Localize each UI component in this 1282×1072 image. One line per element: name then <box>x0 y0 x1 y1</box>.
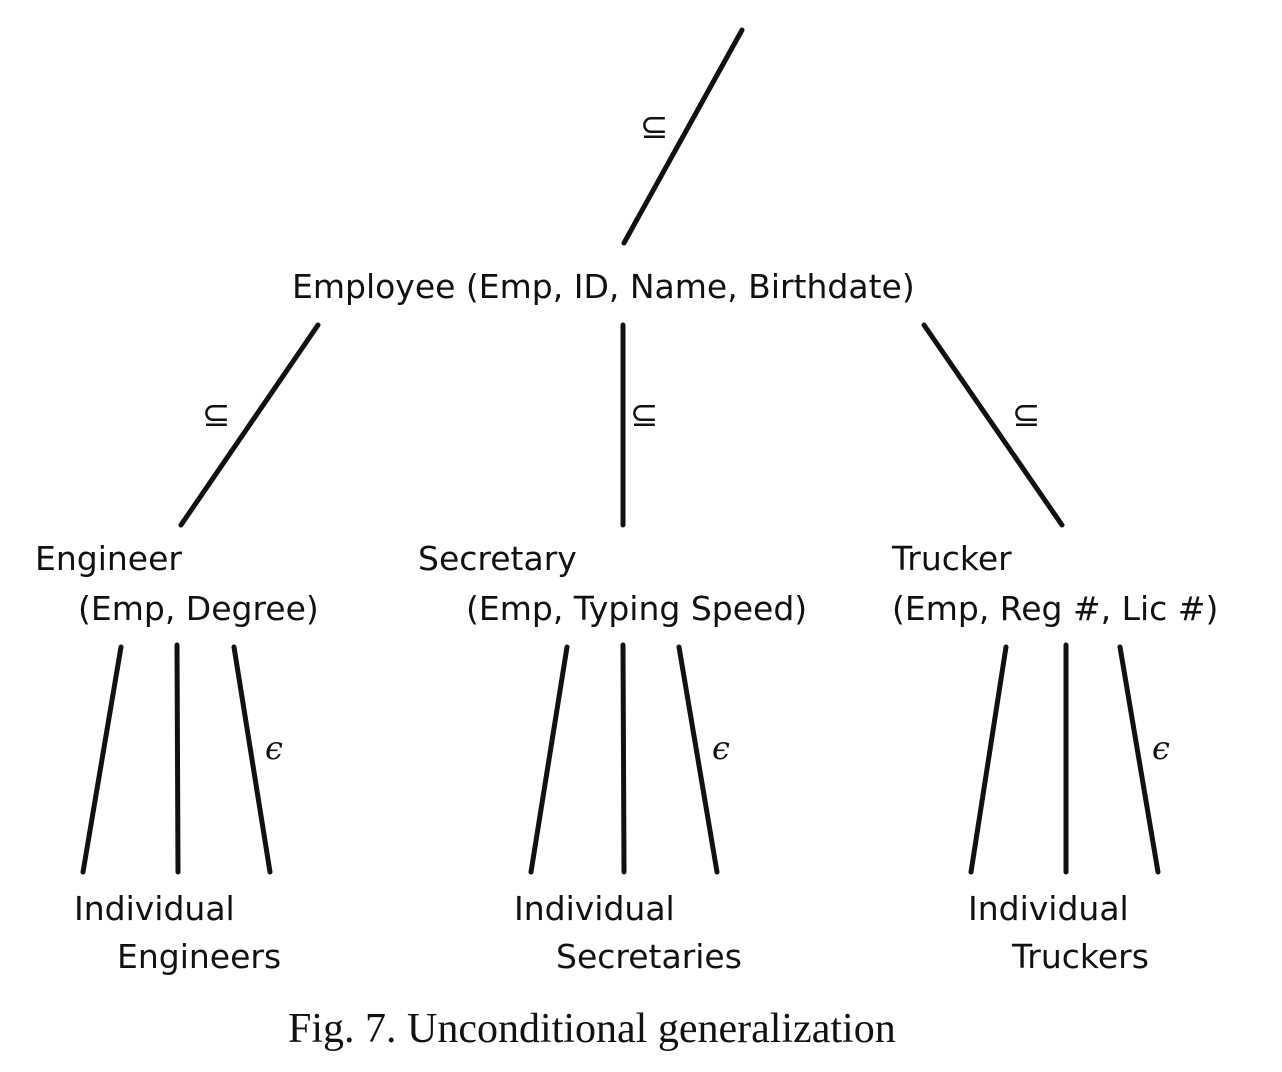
node-engineer-name: Engineer <box>35 539 182 578</box>
edge-engineer-instance-3 <box>231 644 273 875</box>
edge-trucker-instance-3 <box>1117 644 1161 875</box>
edge-secretary-instance-3 <box>676 644 720 875</box>
member-symbol-secretary: ϵ <box>712 729 730 767</box>
member-symbol-trucker: ϵ <box>1152 729 1170 767</box>
edge-engineer-instance-1 <box>80 644 124 875</box>
edge-engineer-instance-2 <box>174 642 181 875</box>
subset-symbol-engineer: ⊆ <box>202 395 231 435</box>
node-secretary-attributes: (Emp, Typing Speed) <box>466 589 808 628</box>
subset-symbol-root: ⊆ <box>640 107 669 147</box>
node-trucker-name: Trucker <box>892 539 1012 578</box>
edge-root-up <box>621 27 745 246</box>
edge-secretary-instance-2 <box>620 642 627 875</box>
node-secretary-instances-line2: Secretaries <box>556 937 742 976</box>
node-engineer-attributes: (Emp, Degree) <box>78 589 319 628</box>
edge-employee-engineer <box>178 322 321 528</box>
subset-symbol-trucker: ⊆ <box>1012 395 1041 435</box>
node-engineer-instances-line2: Engineers <box>117 937 282 976</box>
node-trucker-attributes: (Emp, Reg #, Lic #) <box>892 589 1219 628</box>
node-secretary-name: Secretary <box>418 539 577 578</box>
member-symbol-engineer: ϵ <box>265 729 283 767</box>
node-secretary-instances-line1: Individual <box>514 889 675 928</box>
node-trucker-instances-line1: Individual <box>968 889 1129 928</box>
edge-trucker-instance-1 <box>968 644 1009 875</box>
subset-symbol-secretary: ⊆ <box>630 395 659 435</box>
node-trucker-instances-line2: Truckers <box>1012 937 1149 976</box>
figure-caption: Fig. 7. Unconditional generalization <box>288 1006 896 1052</box>
edge-employee-trucker <box>921 322 1065 528</box>
node-employee: Employee (Emp, ID, Name, Birthdate) <box>292 267 915 306</box>
node-engineer-instances-line1: Individual <box>74 889 235 928</box>
edge-secretary-instance-1 <box>528 644 570 875</box>
